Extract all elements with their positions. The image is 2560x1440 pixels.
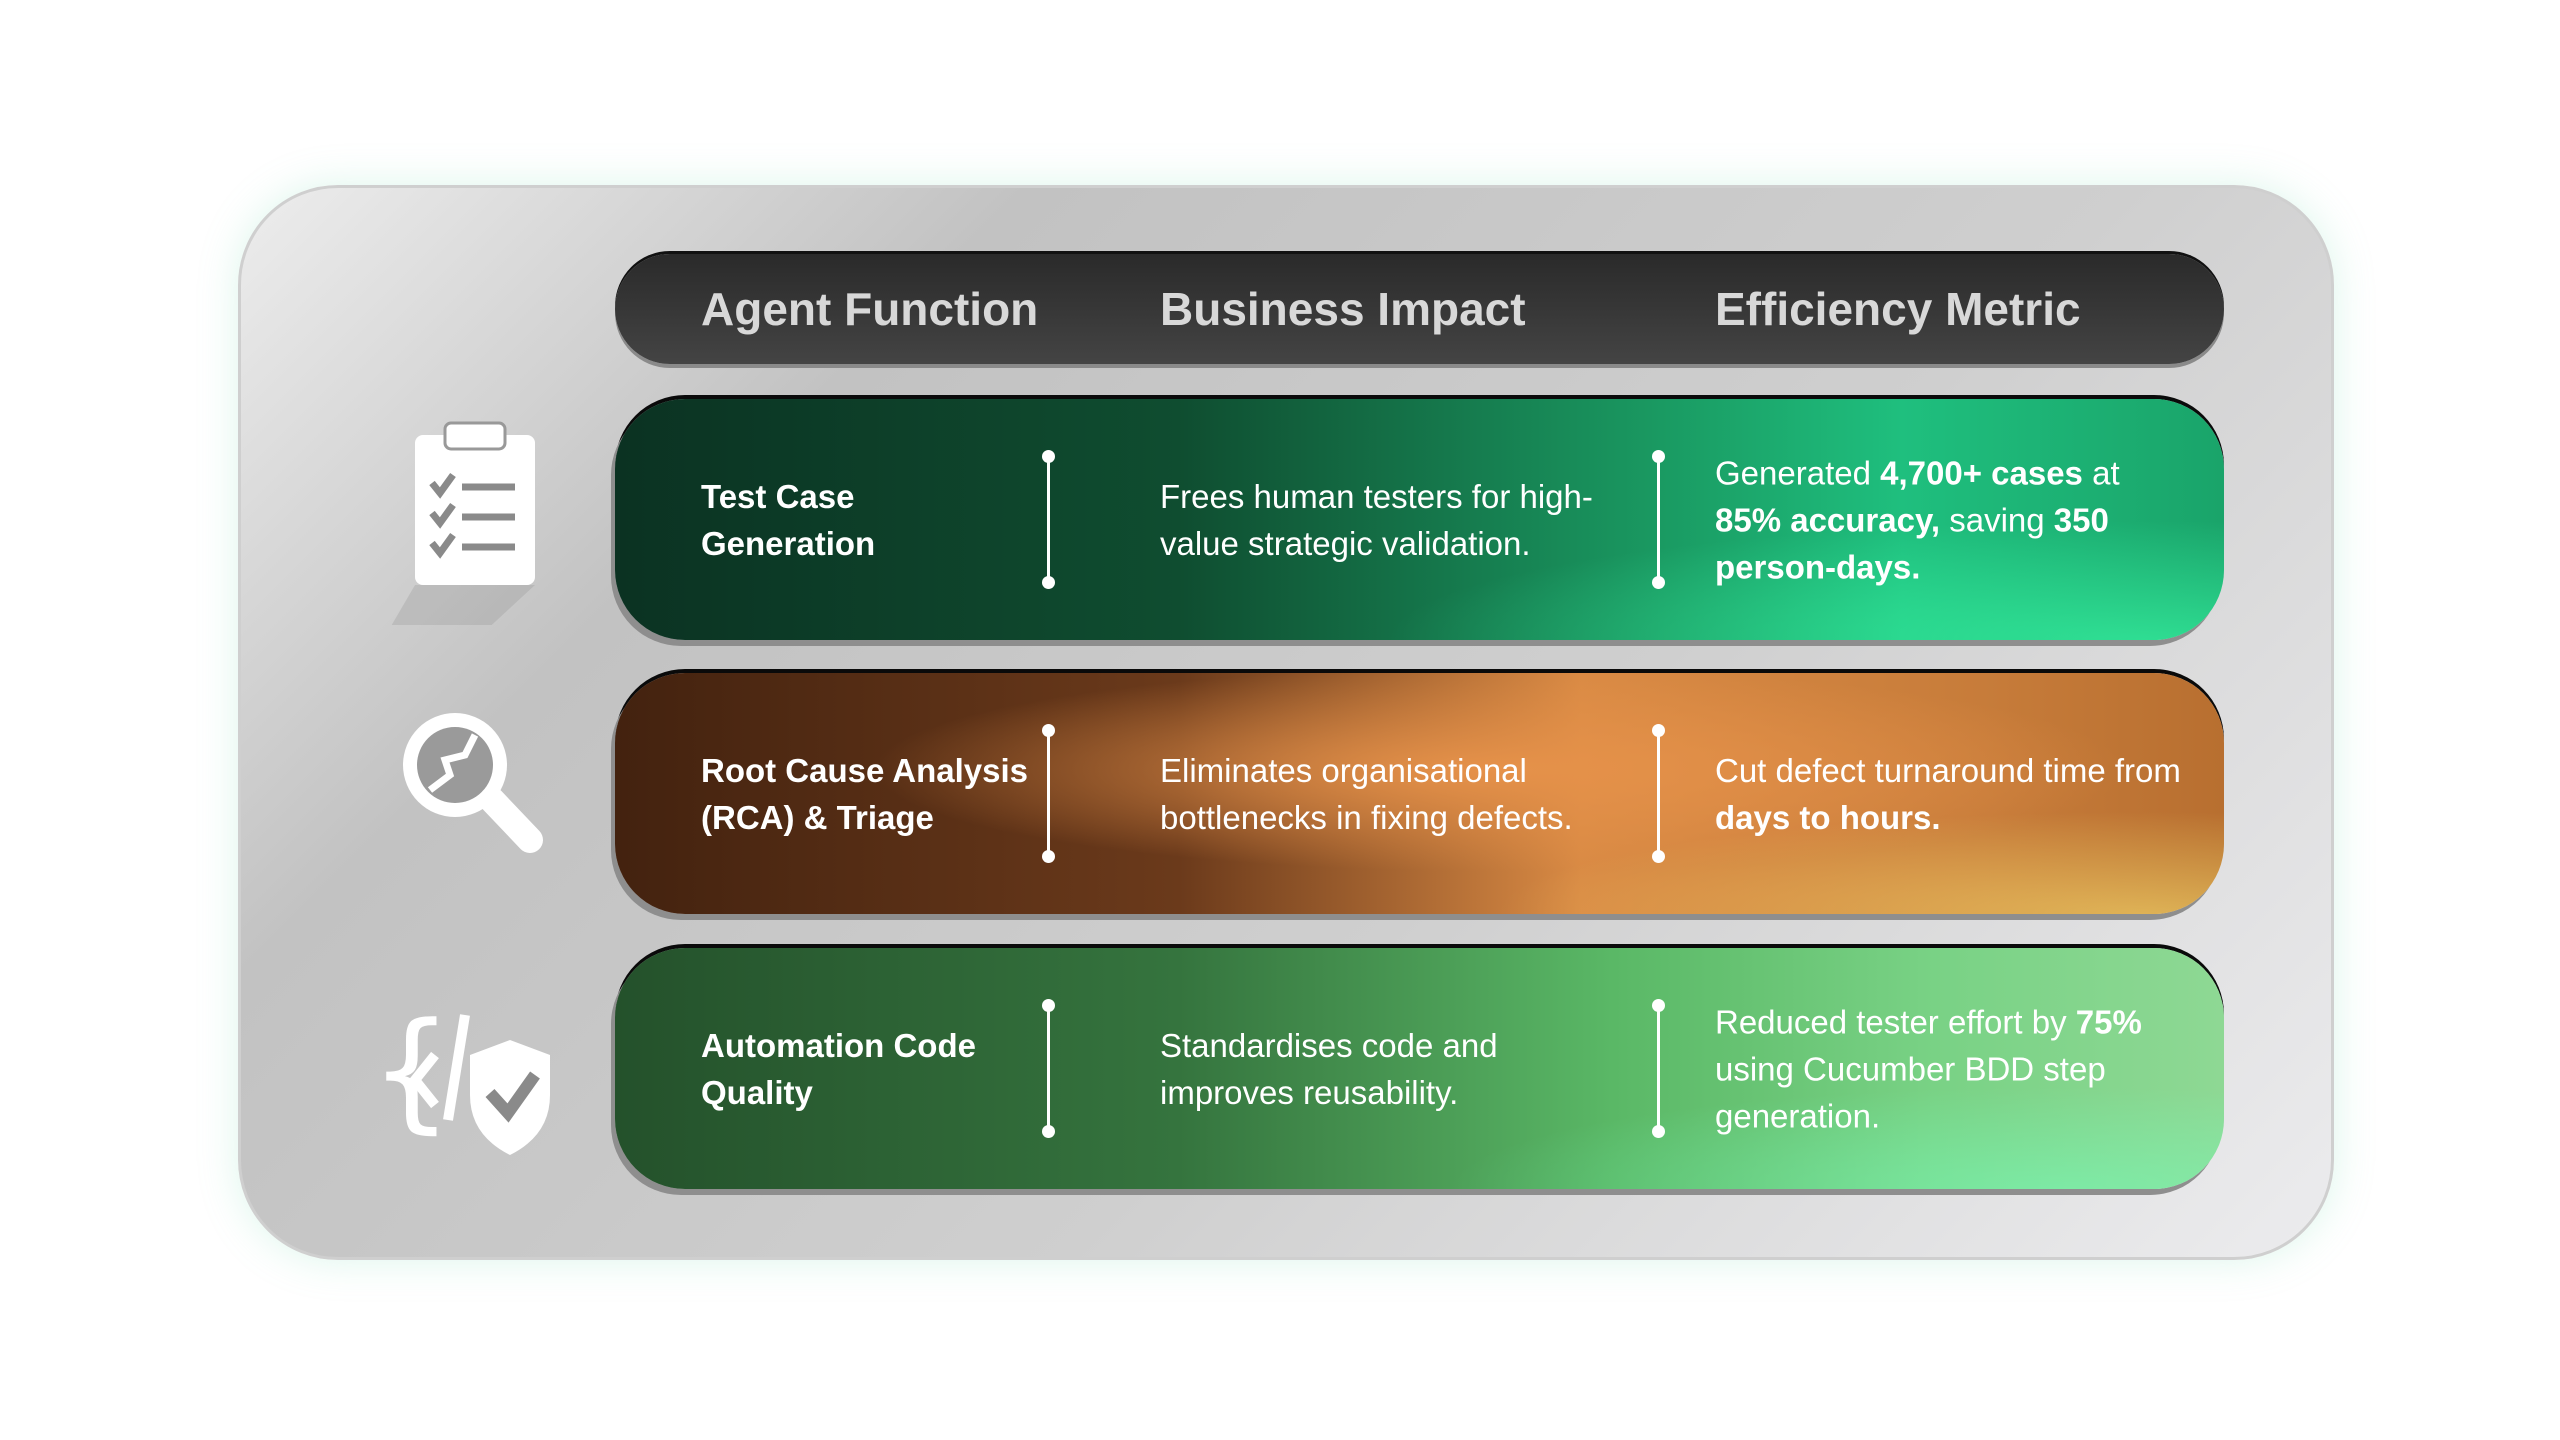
divider bbox=[1652, 450, 1665, 589]
efficiency-metric: Cut defect turnaround time from days to … bbox=[1715, 751, 2181, 836]
agent-function: Root Cause Analysis (RCA) & Triage bbox=[701, 751, 1029, 836]
divider bbox=[1042, 999, 1055, 1138]
divider bbox=[1652, 999, 1665, 1138]
divider bbox=[1042, 450, 1055, 589]
code-shield-icon: { bbox=[370, 994, 550, 1155]
business-impact: Eliminates organisational bottlenecks in… bbox=[1160, 751, 1573, 836]
divider bbox=[1652, 724, 1665, 863]
table-row-root-cause-analysis: Root Cause Analysis (RCA) & Triage Elimi… bbox=[615, 673, 2224, 914]
svg-text:{: { bbox=[370, 994, 453, 1146]
clipboard-checklist-icon bbox=[391, 421, 535, 625]
header-business-impact: Business Impact bbox=[1160, 283, 1526, 335]
header-efficiency-metric: Efficiency Metric bbox=[1715, 283, 2081, 335]
business-impact: Frees human testers for high-value strat… bbox=[1160, 477, 1593, 562]
header-agent-function: Agent Function bbox=[701, 283, 1039, 335]
table-row-automation-code-quality: Automation Code Quality Standardises cod… bbox=[615, 948, 2224, 1189]
agent-function: Automation Code Quality bbox=[701, 1026, 976, 1111]
efficiency-metric: Generated 4,700+ cases at 85% accuracy, … bbox=[1715, 454, 2120, 585]
efficiency-metric: Reduced tester effort by 75% using Cucum… bbox=[1715, 1003, 2142, 1134]
business-impact: Standardises code and improves reusabili… bbox=[1160, 1026, 1498, 1111]
table-header: Agent Function Business Impact Efficienc… bbox=[615, 254, 2224, 364]
divider bbox=[1042, 724, 1055, 863]
agent-function: Test Case Generation bbox=[701, 477, 876, 562]
table-row-test-case-generation: Test Case Generation Frees human testers… bbox=[615, 399, 2224, 640]
magnifier-bug-icon bbox=[403, 713, 543, 853]
